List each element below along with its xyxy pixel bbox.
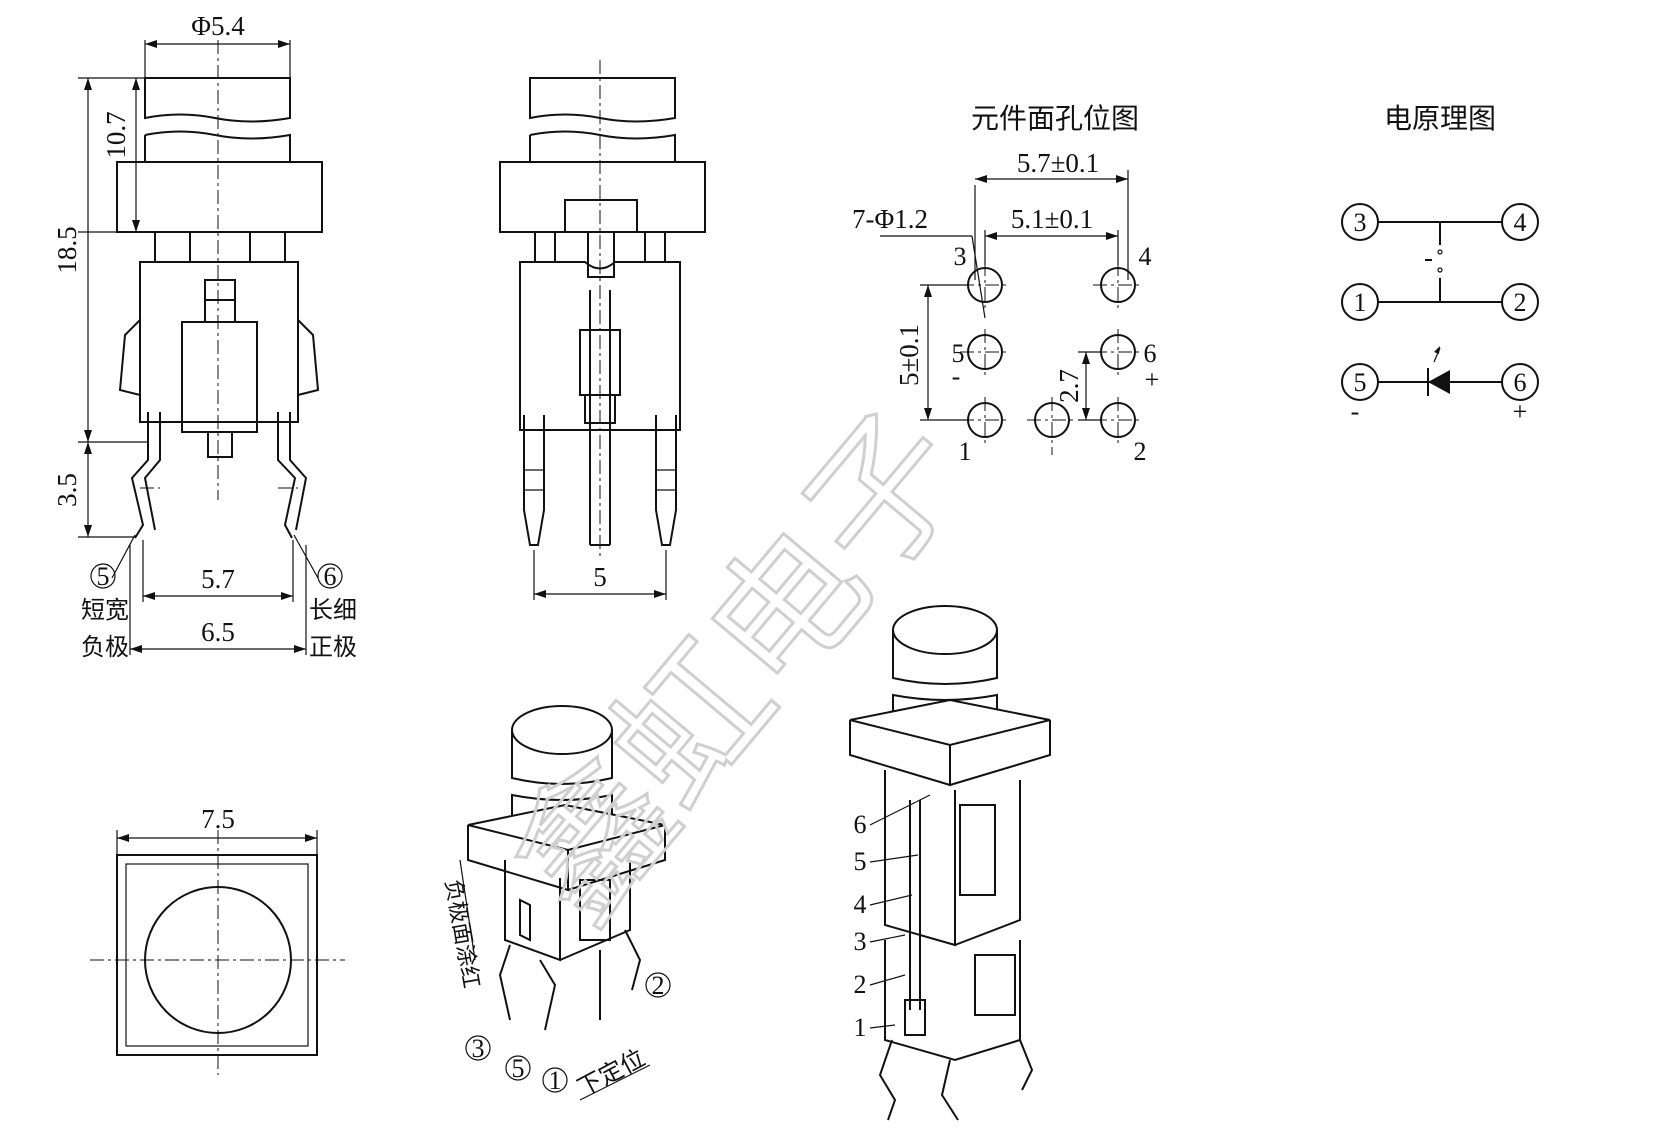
iso-right-pin-3: 3 (854, 927, 867, 956)
dim-cap-diameter: Φ5.4 (191, 11, 245, 41)
footprint-minus: - (952, 362, 961, 391)
iso-view-right: 6 5 4 3 2 1 (849, 605, 1051, 1121)
sch-pin-3: 3 (1354, 208, 1367, 237)
iso-right-pin-5: 5 (854, 847, 867, 876)
hole-label-5: 5 (952, 339, 965, 368)
dim-led-pitch: 2.7 (1054, 369, 1084, 403)
front-view: Φ5.4 10.7 18.5 3.5 5.7 6.5 5 6 短宽 负极 长细 … (52, 11, 357, 661)
sch-pin-2: 2 (1514, 288, 1527, 317)
note-long-thin: 长细 (309, 596, 357, 624)
dim-outer-width: 6.5 (201, 617, 235, 647)
dim-side-pitch: 5 (593, 562, 607, 592)
footprint-title: 元件面孔位图 (971, 102, 1139, 135)
dim-footprint-outer: 5.7±0.1 (1017, 148, 1099, 178)
hole-label-3: 3 (954, 242, 967, 271)
dim-cap-height: 10.7 (101, 111, 131, 158)
dim-total-height: 18.5 (52, 226, 82, 273)
note-short-wide: 短宽 (81, 596, 129, 624)
sch-pin-4: 4 (1514, 208, 1527, 237)
iso-left-pin-2: 2 (652, 971, 665, 1000)
iso-left-pin-1: 1 (549, 1066, 562, 1095)
hole-label-2: 2 (1134, 437, 1147, 466)
side-view: 5 (499, 60, 706, 600)
sch-pin-1: 1 (1354, 288, 1367, 317)
dim-top-width: 7.5 (201, 804, 235, 834)
hole-label-4: 4 (1139, 242, 1152, 271)
watermark: 鑫虹电子 (481, 381, 1000, 952)
hole-label-1: 1 (959, 437, 972, 466)
footprint: 元件面孔位图 5.7±0.1 5.1±0.1 7-Φ1.2 (852, 102, 1159, 466)
dim-footprint-inner: 5.1±0.1 (1011, 204, 1093, 234)
note-negative-red: 负极面涂红 (440, 878, 484, 991)
hole-spec: 7-Φ1.2 (852, 204, 928, 234)
dim-footprint-vertical: 5±0.1 (894, 324, 924, 386)
iso-right-pin-1: 1 (854, 1013, 867, 1042)
iso-left-pin-3: 3 (472, 1034, 485, 1063)
note-bottom-locate: 下定位 (573, 1044, 650, 1103)
note-positive: 正极 (309, 633, 357, 661)
sch-pin-5: 5 (1354, 368, 1367, 397)
schematic: 电原理图 3 4 1 2 5 6 - + (1341, 102, 1539, 426)
hole-label-6: 6 (1144, 339, 1157, 368)
schematic-title: 电原理图 (1384, 102, 1496, 135)
iso-right-pin-6: 6 (854, 810, 867, 839)
sch-plus: + (1513, 397, 1528, 426)
front-pin-6: 6 (324, 562, 337, 591)
dim-pin-length: 3.5 (52, 473, 82, 507)
front-pin-5: 5 (97, 562, 110, 591)
iso-left-pin-5: 5 (512, 1054, 525, 1083)
top-view: 7.5 (90, 804, 345, 1075)
note-negative: 负极 (81, 633, 129, 661)
footprint-plus: + (1145, 365, 1160, 394)
dim-pin-pitch: 5.7 (201, 564, 235, 594)
sch-minus: - (1351, 397, 1360, 426)
iso-right-pin-4: 4 (854, 890, 867, 919)
iso-right-pin-2: 2 (854, 970, 867, 999)
sch-pin-6: 6 (1514, 368, 1527, 397)
